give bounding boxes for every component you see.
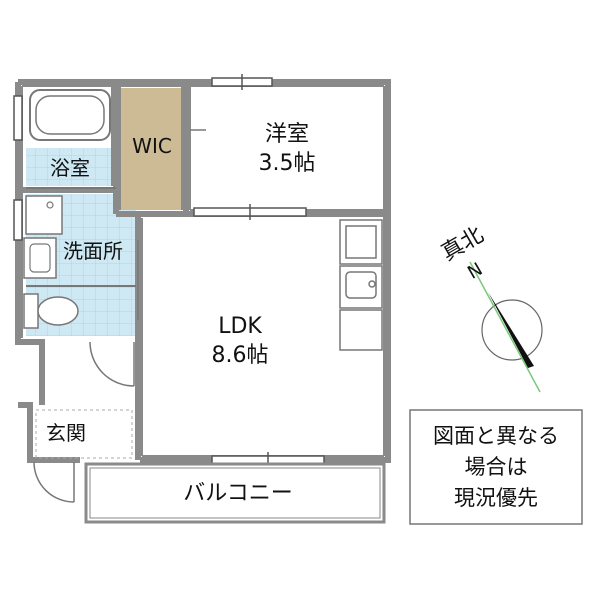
kitchen bbox=[339, 219, 383, 351]
room-label-bath: 浴室 bbox=[50, 156, 90, 180]
room-label-washroom: 洗面所 bbox=[63, 239, 123, 263]
notice-line-1: 図面と異なる bbox=[433, 424, 559, 448]
drain-icon bbox=[46, 201, 54, 209]
compass-north-letter: N bbox=[464, 259, 486, 284]
notice-box bbox=[409, 409, 583, 525]
washbasin bbox=[23, 237, 57, 279]
bathtub-inner bbox=[35, 95, 105, 135]
bath-floor bbox=[26, 148, 114, 186]
room-label-balcony: バルコニー bbox=[183, 481, 293, 506]
balcony-rail bbox=[89, 467, 381, 519]
room-label-ldk: LDK bbox=[218, 314, 262, 339]
room-size-western: 3.5帖 bbox=[259, 151, 316, 176]
compass-circle bbox=[481, 299, 543, 361]
bathtub bbox=[29, 89, 111, 141]
entrance-hatch bbox=[35, 409, 133, 459]
washing-machine-pan bbox=[25, 195, 63, 235]
notice-line-3: 現況優先 bbox=[454, 486, 538, 510]
toilet-bowl bbox=[37, 296, 79, 326]
washbasin-bowl bbox=[29, 243, 51, 273]
notice-line-2: 場合は bbox=[465, 455, 528, 479]
wic-floor bbox=[120, 88, 184, 210]
doors bbox=[33, 129, 206, 503]
balcony bbox=[84, 462, 386, 524]
room-size-ldk: 8.6帖 bbox=[212, 343, 269, 368]
room-label-western: 洋室 bbox=[265, 122, 309, 147]
room-label-entrance: 玄関 bbox=[46, 421, 86, 445]
room-label-wic: WIC bbox=[132, 134, 172, 158]
toilet-tank bbox=[23, 293, 39, 329]
compass-needle-icon bbox=[488, 292, 534, 368]
compass bbox=[469, 261, 543, 393]
compass-label: 真北 bbox=[437, 223, 488, 267]
compass-north-line bbox=[469, 261, 541, 393]
